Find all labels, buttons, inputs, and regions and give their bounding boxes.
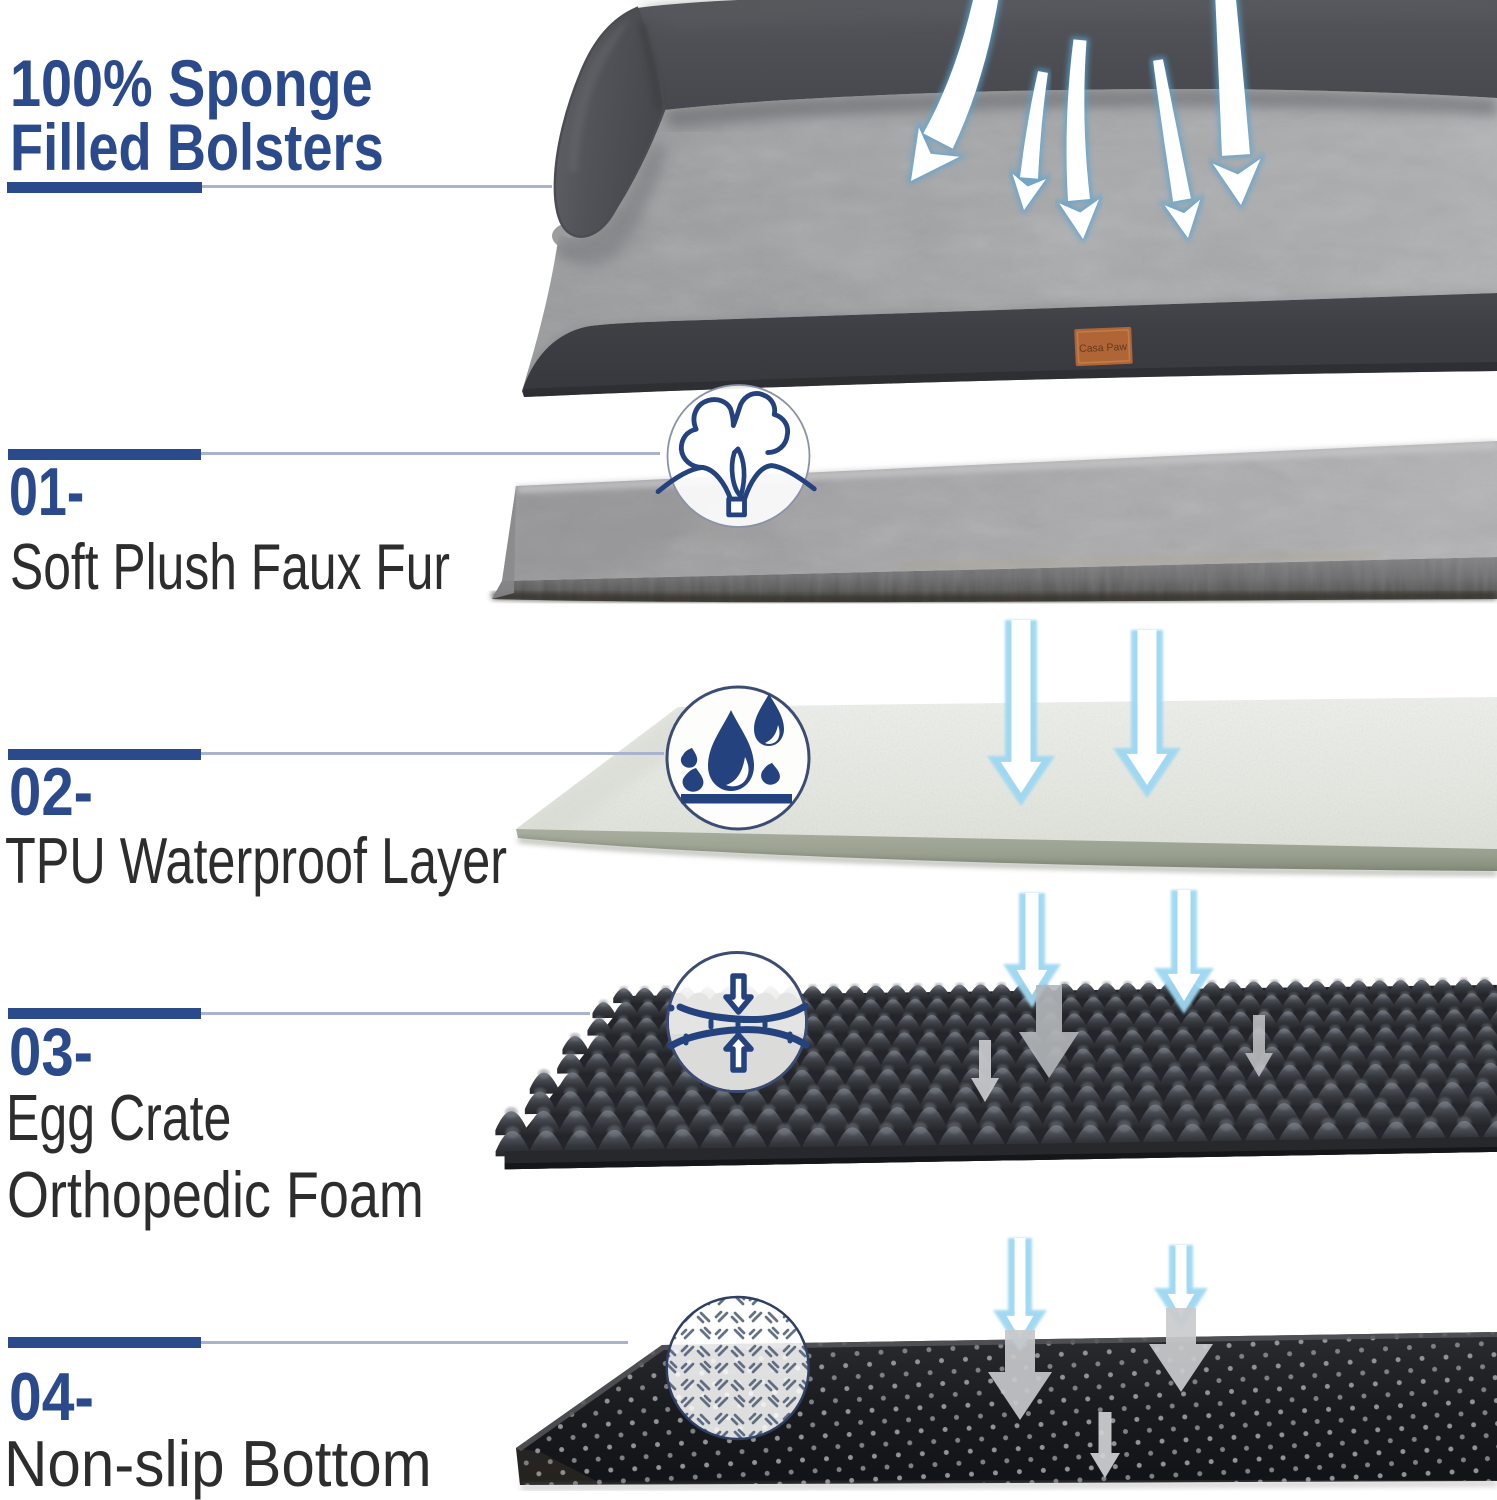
svg-text:Casa Paw: Casa Paw [1079,341,1128,355]
